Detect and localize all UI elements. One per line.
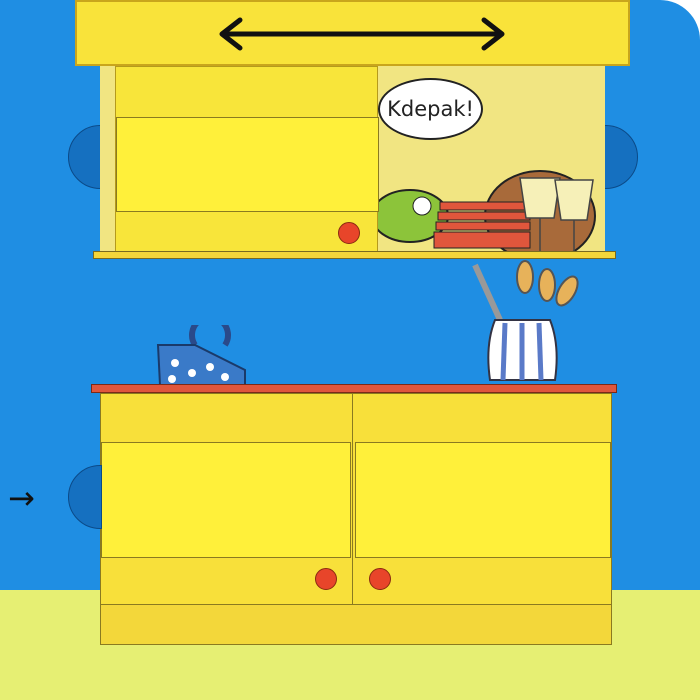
sliding-cabinet-door[interactable]	[115, 66, 379, 252]
slider-top-panel	[75, 0, 630, 66]
plates-stack	[433, 201, 531, 249]
door-panel	[355, 442, 611, 558]
pull-tab-lower[interactable]	[68, 465, 102, 529]
lower-cabinet	[100, 393, 612, 645]
door-knob	[369, 568, 391, 590]
speech-text: Kdepak!	[387, 97, 474, 121]
cabinet-plinth	[101, 604, 611, 644]
lower-left-door[interactable]	[101, 394, 353, 604]
countertop	[91, 384, 617, 393]
door-knob	[315, 568, 337, 590]
pull-tab-right[interactable]	[604, 125, 638, 189]
interior-illustration	[371, 170, 596, 256]
wine-glasses	[519, 177, 594, 251]
speech-bubble: Kdepak!	[378, 78, 483, 140]
utensil-vase	[472, 260, 579, 381]
door-panel	[116, 117, 379, 212]
door-panel	[101, 442, 351, 558]
pull-tab-left[interactable]	[68, 125, 102, 189]
teapot	[156, 325, 246, 386]
door-knob	[338, 222, 360, 244]
shelf	[93, 251, 616, 259]
left-right-arrow-icon	[219, 17, 505, 51]
right-arrow-icon: →	[8, 479, 35, 517]
lower-right-door[interactable]	[355, 394, 611, 604]
